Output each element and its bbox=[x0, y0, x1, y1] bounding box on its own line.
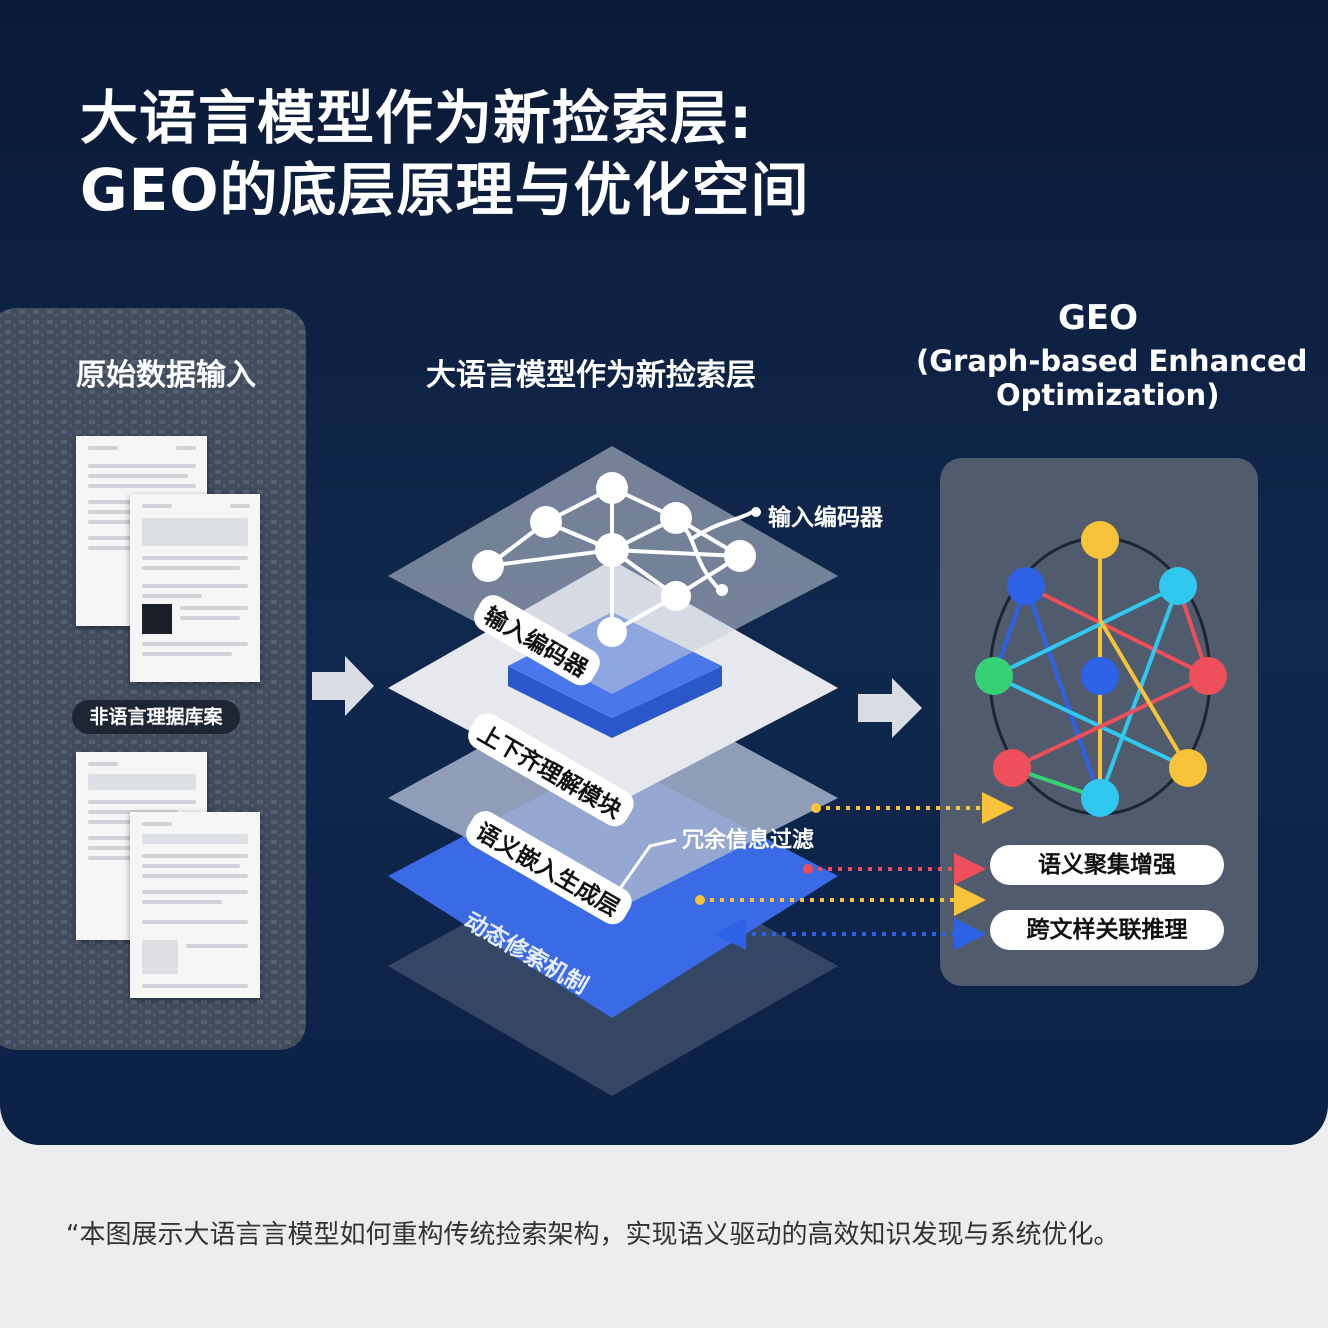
callout-input-encoder: 输入编码器 bbox=[768, 505, 883, 531]
tag-semantic-clustering: 语义聚集增强 bbox=[990, 845, 1224, 885]
geo-title: GEO bbox=[1058, 298, 1139, 338]
raw-data-heading: 原始数据输入 bbox=[76, 358, 256, 393]
center-cube-side bbox=[612, 666, 722, 738]
input-network-nodes bbox=[472, 472, 761, 647]
tag-cross-document-reasoning: 跨文样关联推理 bbox=[990, 910, 1224, 950]
image-thumbnail bbox=[142, 604, 172, 634]
geo-subtitle-line2: Optimization) bbox=[996, 378, 1220, 412]
caption: “本图展示大语言言模型如何重构传统捡索架构，实现语义驱动的高效知识发现与系统优化… bbox=[66, 1220, 1120, 1250]
callout-redundancy-filter: 冗余信息过滤 bbox=[682, 828, 815, 853]
image-thumbnail bbox=[142, 940, 178, 974]
page-title-line2: GEO的底层原理与优化空间 bbox=[80, 156, 810, 224]
flow-arrow-icon bbox=[312, 656, 374, 716]
non-language-db-pill: 非语言理据库案 bbox=[72, 700, 240, 734]
document-thumbnail bbox=[130, 494, 260, 682]
geo-subtitle-line1: (Graph-based Enhanced bbox=[916, 344, 1308, 378]
page-title-line1: 大语言模型作为新捡索层: bbox=[80, 84, 754, 152]
document-thumbnail bbox=[130, 812, 260, 998]
callout-line bbox=[610, 838, 677, 901]
main-panel: 大语言模型作为新捡索层: GEO的底层原理与优化空间 原始数据输入 bbox=[0, 0, 1328, 1145]
layer-diagram bbox=[312, 446, 1258, 1096]
flow-arrow-icon bbox=[858, 678, 922, 738]
geo-graph-nodes bbox=[975, 521, 1227, 817]
center-cube-side bbox=[508, 666, 612, 738]
llm-layer-heading: 大语言模型作为新捡索层 bbox=[426, 358, 756, 393]
